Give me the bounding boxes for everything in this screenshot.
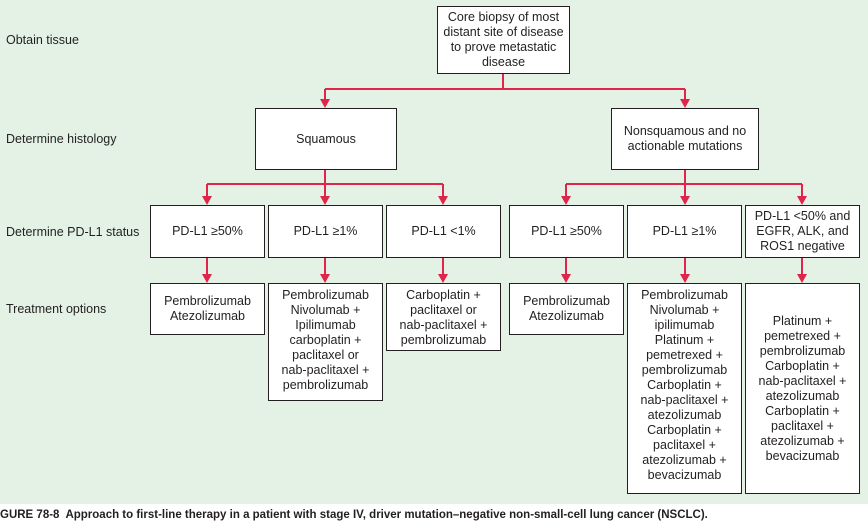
node-tx-sq-50: Pembrolizumab Atezolizumab (150, 283, 265, 335)
connector-arrow (202, 274, 212, 283)
node-ns-pdl1-other: PD-L1 <50% and EGFR, ALK, and ROS1 negat… (745, 205, 860, 258)
node-sq-pdl1-lt1: PD-L1 <1% (386, 205, 501, 258)
connector-arrow (680, 196, 690, 205)
connector-arrow (202, 196, 212, 205)
connector-arrow (438, 274, 448, 283)
figure-caption: GURE 78-8 Approach to first-line therapy … (0, 509, 868, 521)
figure-caption-text: Approach to first-line therapy in a pati… (65, 509, 708, 521)
node-sq-pdl1-50: PD-L1 ≥50% (150, 205, 265, 258)
node-ns-pdl1-1: PD-L1 ≥1% (627, 205, 742, 258)
node-ns-pdl1-50: PD-L1 ≥50% (509, 205, 624, 258)
node-biopsy: Core biopsy of most distant site of dise… (437, 6, 570, 74)
node-sq-pdl1-1: PD-L1 ≥1% (268, 205, 383, 258)
connector-lines (202, 74, 807, 283)
node-squamous: Squamous (255, 108, 397, 170)
connector-arrow (320, 99, 330, 108)
connector-arrow (561, 196, 571, 205)
connector-arrow (797, 274, 807, 283)
connector-arrow (797, 196, 807, 205)
connector-arrow (561, 274, 571, 283)
node-tx-sq-lt1: Carboplatin + paclitaxel or nab-paclitax… (386, 283, 501, 351)
node-tx-ns-other: Platinum + pemetrexed + pembrolizumab Ca… (745, 283, 860, 494)
node-tx-ns-1: Pembrolizumab Nivolumab + ipilimumab Pla… (627, 283, 742, 494)
connector-arrow (680, 99, 690, 108)
connector-arrow (320, 196, 330, 205)
figure-caption-label: GURE 78-8 (0, 509, 60, 521)
node-tx-ns-50: Pembrolizumab Atezolizumab (509, 283, 624, 335)
diagram-canvas: Obtain tissue Determine histology Determ… (0, 0, 868, 504)
stage-label-obtain-tissue: Obtain tissue (6, 33, 79, 47)
connector-arrow (320, 274, 330, 283)
node-nonsquamous: Nonsquamous and no actionable mutations (611, 108, 759, 170)
stage-label-pdl1: Determine PD-L1 status (6, 225, 140, 239)
node-tx-sq-1: Pembrolizumab Nivolumab + Ipilimumab car… (268, 283, 383, 401)
stage-label-treatment: Treatment options (6, 302, 107, 316)
stage-label-histology: Determine histology (6, 132, 117, 146)
connector-arrow (680, 274, 690, 283)
connector-arrow (438, 196, 448, 205)
